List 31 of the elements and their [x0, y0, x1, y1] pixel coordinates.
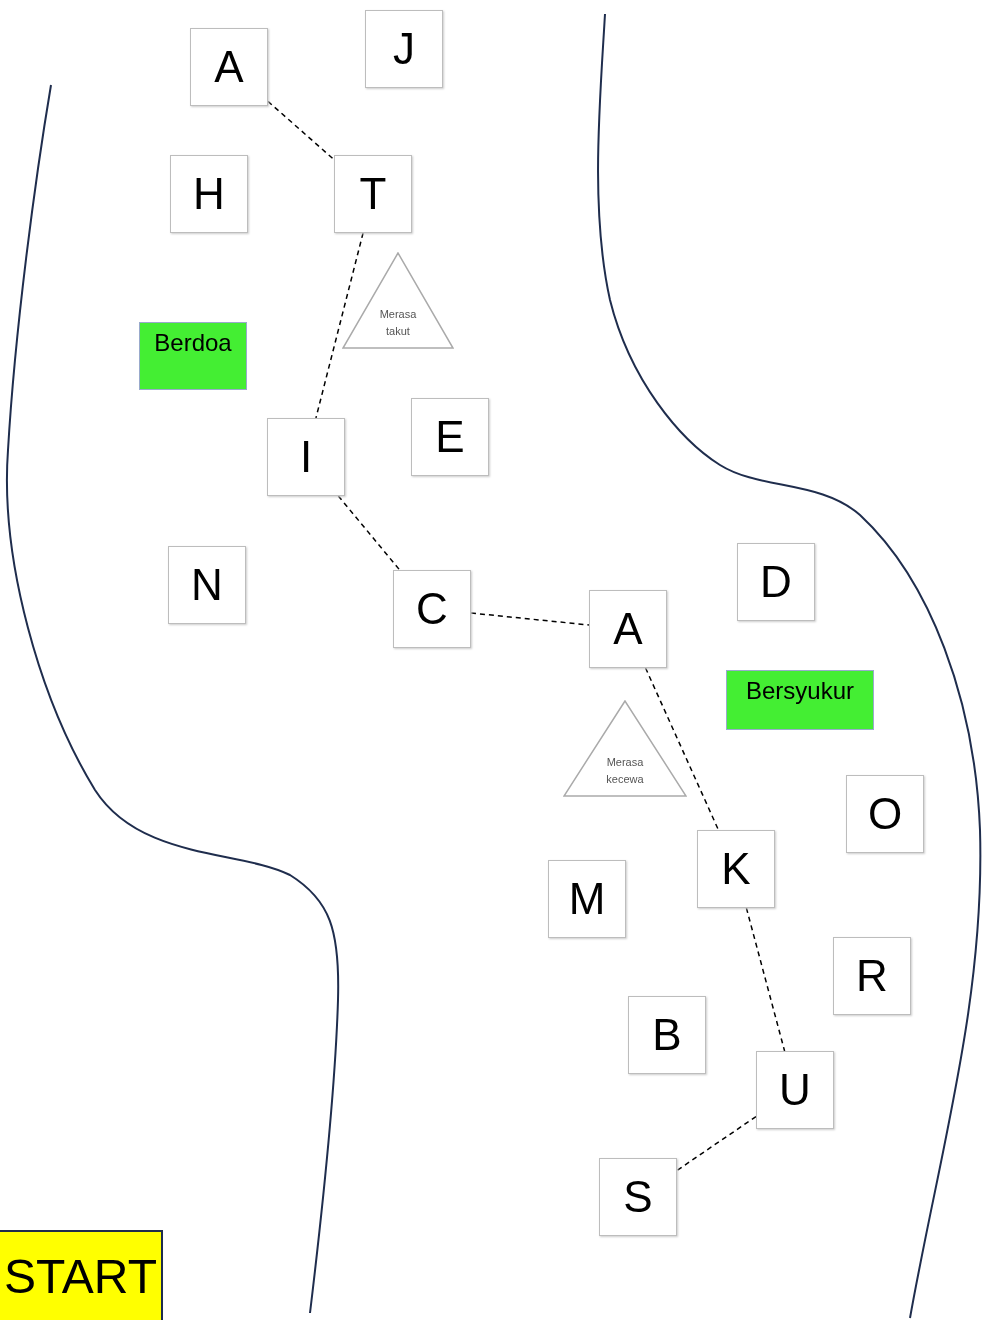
letter-box: J — [365, 10, 443, 88]
dashed-path-line — [644, 667, 720, 831]
letter-box: H — [170, 155, 248, 233]
label-box: Berdoa — [139, 322, 247, 390]
letter-box: K — [697, 830, 775, 908]
letter-box: A — [589, 590, 667, 668]
start-box: START — [0, 1230, 163, 1320]
dashed-path-line — [315, 232, 364, 419]
letter-box: U — [756, 1051, 834, 1129]
triangle — [563, 700, 687, 797]
letter-box: R — [833, 937, 911, 1015]
letter-box: C — [393, 570, 471, 648]
letter-box: T — [334, 155, 412, 233]
triangle-label: Merasa kecewa — [605, 755, 645, 787]
dashed-path-line — [676, 1115, 757, 1172]
letter-box: O — [846, 775, 924, 853]
letter-box: M — [548, 860, 626, 938]
dashed-path-line — [267, 100, 335, 161]
dashed-path-line — [470, 612, 590, 626]
letter-box: S — [599, 1158, 677, 1236]
label-box: Bersyukur — [726, 670, 874, 730]
triangle-label: Merasa takut — [378, 307, 418, 339]
letter-box: B — [628, 996, 706, 1074]
dashed-path-line — [337, 495, 401, 571]
dashed-path-line — [745, 907, 786, 1052]
letter-box: E — [411, 398, 489, 476]
letter-box: I — [267, 418, 345, 496]
letter-box: N — [168, 546, 246, 624]
triangle — [342, 252, 454, 349]
letter-box: D — [737, 543, 815, 621]
letter-box: A — [190, 28, 268, 106]
